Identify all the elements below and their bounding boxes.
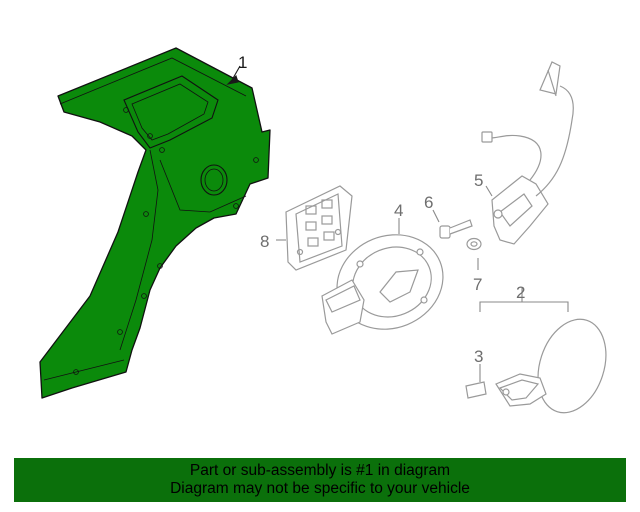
callout-6: 6 [424, 193, 433, 212]
callout-3: 3 [474, 347, 483, 366]
part-2-fuel-door[interactable] [495, 310, 617, 421]
info-banner: Part or sub-assembly is #1 in diagram Di… [14, 458, 626, 502]
callout-1: 1 [238, 53, 247, 72]
part-3-hinge-clip[interactable] [465, 381, 487, 399]
part-7-washer[interactable] [466, 237, 482, 251]
callout-7: 7 [473, 275, 482, 294]
callout-leaders [226, 65, 569, 382]
part-4-filler-housing[interactable] [321, 219, 457, 345]
parts-diagram: 1 2 3 4 5 6 7 8 [39, 47, 617, 421]
callout-4: 4 [394, 201, 403, 220]
banner-line-1: Part or sub-assembly is #1 in diagram [189, 462, 451, 479]
part-8-housing-bracket[interactable] [285, 185, 353, 271]
part-1-quarter-panel[interactable] [39, 47, 271, 399]
callout-8: 8 [260, 232, 269, 251]
part-5-actuator[interactable] [481, 61, 574, 245]
banner-line-2: Diagram may not be specific to your vehi… [170, 480, 470, 497]
part-6-screw[interactable] [439, 219, 473, 239]
callout-5: 5 [474, 171, 483, 190]
callout-2: 2 [516, 283, 525, 302]
